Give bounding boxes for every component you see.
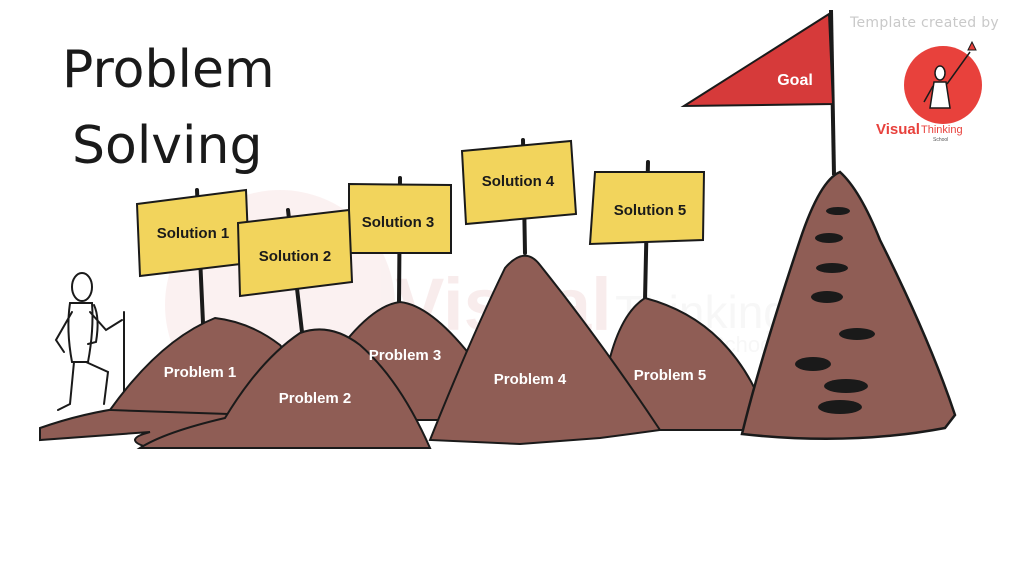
solution-sign-5: Solution 5 xyxy=(588,171,706,246)
problem-label-2: Problem 2 xyxy=(279,390,352,407)
solution-label-4: Solution 4 xyxy=(482,173,555,190)
logo-word-school: School xyxy=(933,137,949,143)
solution-label-1: Solution 1 xyxy=(157,225,230,242)
logo-figure-icon xyxy=(923,51,971,109)
problem-label-5: Problem 5 xyxy=(634,367,707,384)
page-title-line-1: Problem xyxy=(62,40,275,100)
problem-label-3: Problem 3 xyxy=(369,347,442,364)
mountain-holes xyxy=(795,207,875,414)
hiker-figure xyxy=(54,272,125,411)
solution-sign-3: Solution 3 xyxy=(348,182,452,254)
solution-label-5: Solution 5 xyxy=(614,202,687,219)
solution-label-2: Solution 2 xyxy=(259,248,332,265)
goal-label: Goal xyxy=(777,72,813,89)
logo-word-visual: Visual xyxy=(876,121,920,138)
mound-problem-5 xyxy=(599,296,761,431)
logo-word-thinking: Thinking xyxy=(921,124,963,136)
template-credit: Template created by xyxy=(850,15,999,31)
problem-label-4: Problem 4 xyxy=(494,371,567,388)
mountain-goal xyxy=(740,170,957,441)
mound-problem-2 xyxy=(136,328,432,449)
solution-sign-1: Solution 1 xyxy=(135,188,251,278)
problem-label-1: Problem 1 xyxy=(164,364,237,381)
goal-flag xyxy=(680,12,835,108)
solution-sign-2: Solution 2 xyxy=(236,208,354,298)
solution-sign-4: Solution 4 xyxy=(460,139,578,226)
mound-problem-4 xyxy=(428,254,662,446)
solution-label-3: Solution 3 xyxy=(362,214,435,231)
page-title-line-2: Solving xyxy=(72,116,263,176)
logo xyxy=(904,40,982,124)
